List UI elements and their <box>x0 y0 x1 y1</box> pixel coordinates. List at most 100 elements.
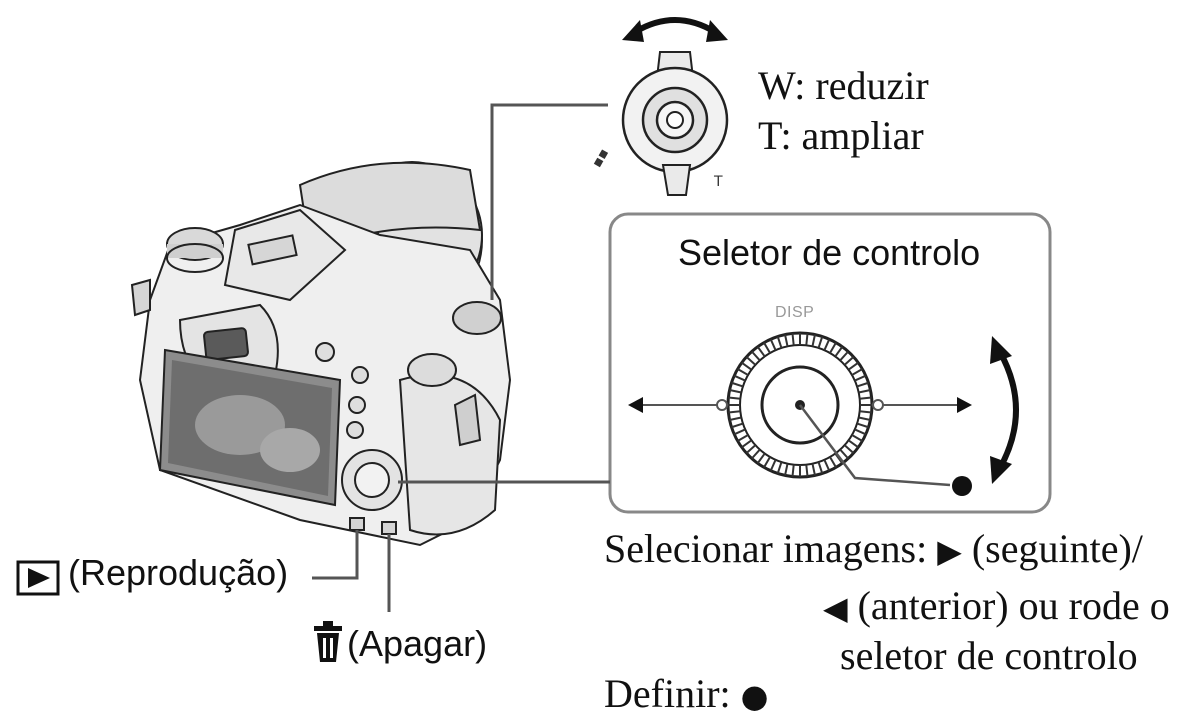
rotate-arrow <box>997 350 1019 470</box>
wheel-knurl-tick <box>791 464 795 477</box>
select-images-prefix: Selecionar imagens: <box>604 526 938 571</box>
wheel-knurl-tick <box>731 422 744 429</box>
camera-grip <box>398 374 502 536</box>
disp-label: DISP <box>775 304 815 321</box>
wheel-knurl-tick <box>843 356 855 366</box>
wheel-knurl-tick <box>829 342 837 354</box>
wheel-knurl-tick <box>858 416 871 421</box>
eyepiece-window <box>203 327 249 361</box>
wheel-knurl-tick <box>847 439 859 449</box>
hot-shoe <box>247 234 298 266</box>
wheel-knurl-tick <box>756 346 766 358</box>
wheel-knurl-tick <box>731 381 744 388</box>
wheel-knurl-tick <box>729 389 742 394</box>
left-arrow <box>628 397 643 413</box>
zoom-callout-line <box>490 103 608 300</box>
wheel-knurl-tick <box>737 368 749 376</box>
right-arrow <box>957 397 972 413</box>
wheel-knurl-tick <box>745 444 757 454</box>
playback-callout-line <box>312 530 359 580</box>
select-images-line1: Selecionar imagens: ▶ (seguinte)/ <box>604 525 1143 572</box>
wheel-knurl-tick <box>856 422 869 429</box>
wheel-knurl-tick <box>769 338 777 351</box>
body-delete-button <box>381 521 397 535</box>
button-a <box>315 342 335 362</box>
wheel-knurl-tick <box>763 456 771 468</box>
wheel-knurl-tick <box>854 428 867 436</box>
button-c <box>346 421 364 439</box>
center-dot-marker <box>952 476 972 496</box>
prev-triangle-icon: ◀ <box>823 589 848 627</box>
wheel-knurl-tick <box>805 333 809 346</box>
wheel-knurl-tick <box>811 334 816 347</box>
next-triangle-icon: ▶ <box>937 532 962 570</box>
svg-text:▪▪: ▪▪ <box>589 146 612 170</box>
wheel-knurl-tick <box>847 361 859 371</box>
zoom-tele-label: T: ampliar <box>758 113 924 158</box>
select-images-line2: ◀ (anterior) ou rode o <box>823 582 1170 629</box>
wheel-knurl-tick <box>859 410 872 414</box>
wheel-knurl-tick <box>791 333 795 346</box>
wheel-knurl-tick <box>763 342 771 354</box>
prev-text: (anterior) ou rode o <box>847 583 1170 628</box>
wheel-knurl-tick <box>856 381 869 388</box>
wheel-knurl-tick <box>805 464 809 477</box>
delete-label: (Apagar) <box>347 623 488 664</box>
shutter-area <box>452 301 502 335</box>
wheel-knurl-tick <box>756 452 766 464</box>
zoom-rotate-arrow <box>633 17 717 35</box>
wheel-knurl-tick <box>728 410 741 414</box>
control-wheel-drawing <box>628 331 1019 496</box>
wheel-knurl-tick <box>851 434 863 442</box>
play-icon <box>16 560 60 596</box>
wheel-knurl-tick <box>839 448 849 460</box>
wheel-knurl-tick <box>829 456 837 468</box>
wheel-knurl-tick <box>737 434 749 442</box>
define-dot-icon: ● <box>740 677 769 715</box>
control-wheel-title: Seletor de controlo <box>678 232 981 273</box>
wheel-knurl-tick <box>776 461 783 474</box>
wheel-knurl-tick <box>817 461 824 474</box>
wheel-knurl-tick <box>817 336 824 349</box>
wheel-knurl-tick <box>769 459 777 472</box>
trash-icon <box>314 621 342 662</box>
wheel-knurl-tick <box>839 350 849 362</box>
body-playback-button <box>349 517 365 531</box>
wheel-knurl-tick <box>858 389 871 394</box>
mode-dial-side <box>167 244 223 258</box>
wheel-knurl-tick <box>851 368 863 376</box>
wheel-knurl-tick <box>729 416 742 421</box>
wheel-knurl-tick <box>745 356 757 366</box>
wheel-knurl-tick <box>751 350 761 362</box>
wheel-knurl-tick <box>733 428 746 436</box>
wheel-knurl-tick <box>823 459 831 472</box>
wheel-knurl-tick <box>741 361 753 371</box>
wheel-knurl-tick <box>823 338 831 351</box>
top-dial <box>407 353 457 387</box>
wheel-knurl-tick <box>811 463 816 476</box>
svg-text:T: T <box>713 174 723 190</box>
playback-label: (Reprodução) <box>68 552 289 593</box>
wheel-knurl-tick <box>834 346 844 358</box>
wheel-knurl-tick <box>784 463 789 476</box>
button-d <box>351 366 369 384</box>
select-images-line3: seletor de controlo <box>840 633 1138 678</box>
wheel-knurl-tick <box>741 439 753 449</box>
wheel-knurl-tick <box>751 448 761 460</box>
wheel-knurl-tick <box>733 374 746 382</box>
define-label: Definir: <box>604 671 741 716</box>
wheel-knurl-tick <box>854 374 867 382</box>
camera-illustration <box>130 161 512 547</box>
wheel-knurl-tick <box>784 334 789 347</box>
wheel-knurl-tick <box>776 336 783 349</box>
zoom-wide-label: W: reduzir <box>758 63 929 108</box>
wheel-knurl-tick <box>859 396 872 400</box>
define-line: Definir: ● <box>604 670 769 717</box>
wheel-knurl-tick <box>843 444 855 454</box>
wheel-knurl-tick <box>728 396 741 400</box>
zoom-lever-inset: ▪▪ T <box>589 17 729 196</box>
button-b <box>348 396 366 414</box>
next-text: (seguinte)/ <box>961 526 1143 571</box>
